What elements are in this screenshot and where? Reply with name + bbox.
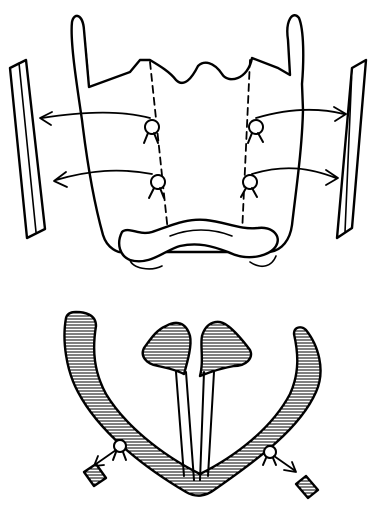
top-panel	[10, 15, 366, 269]
right-arytenoid-cartilage	[200, 322, 251, 376]
left-arytenoid-cartilage	[143, 323, 191, 374]
left-implant-block	[84, 464, 106, 486]
bottom-panel	[65, 312, 321, 498]
thyroid-cartilage	[72, 15, 304, 252]
right-implant-block	[296, 476, 318, 498]
right-implant-plate	[337, 60, 366, 238]
left-implant-plate	[10, 60, 45, 238]
arrow-bottom-right	[274, 456, 296, 472]
